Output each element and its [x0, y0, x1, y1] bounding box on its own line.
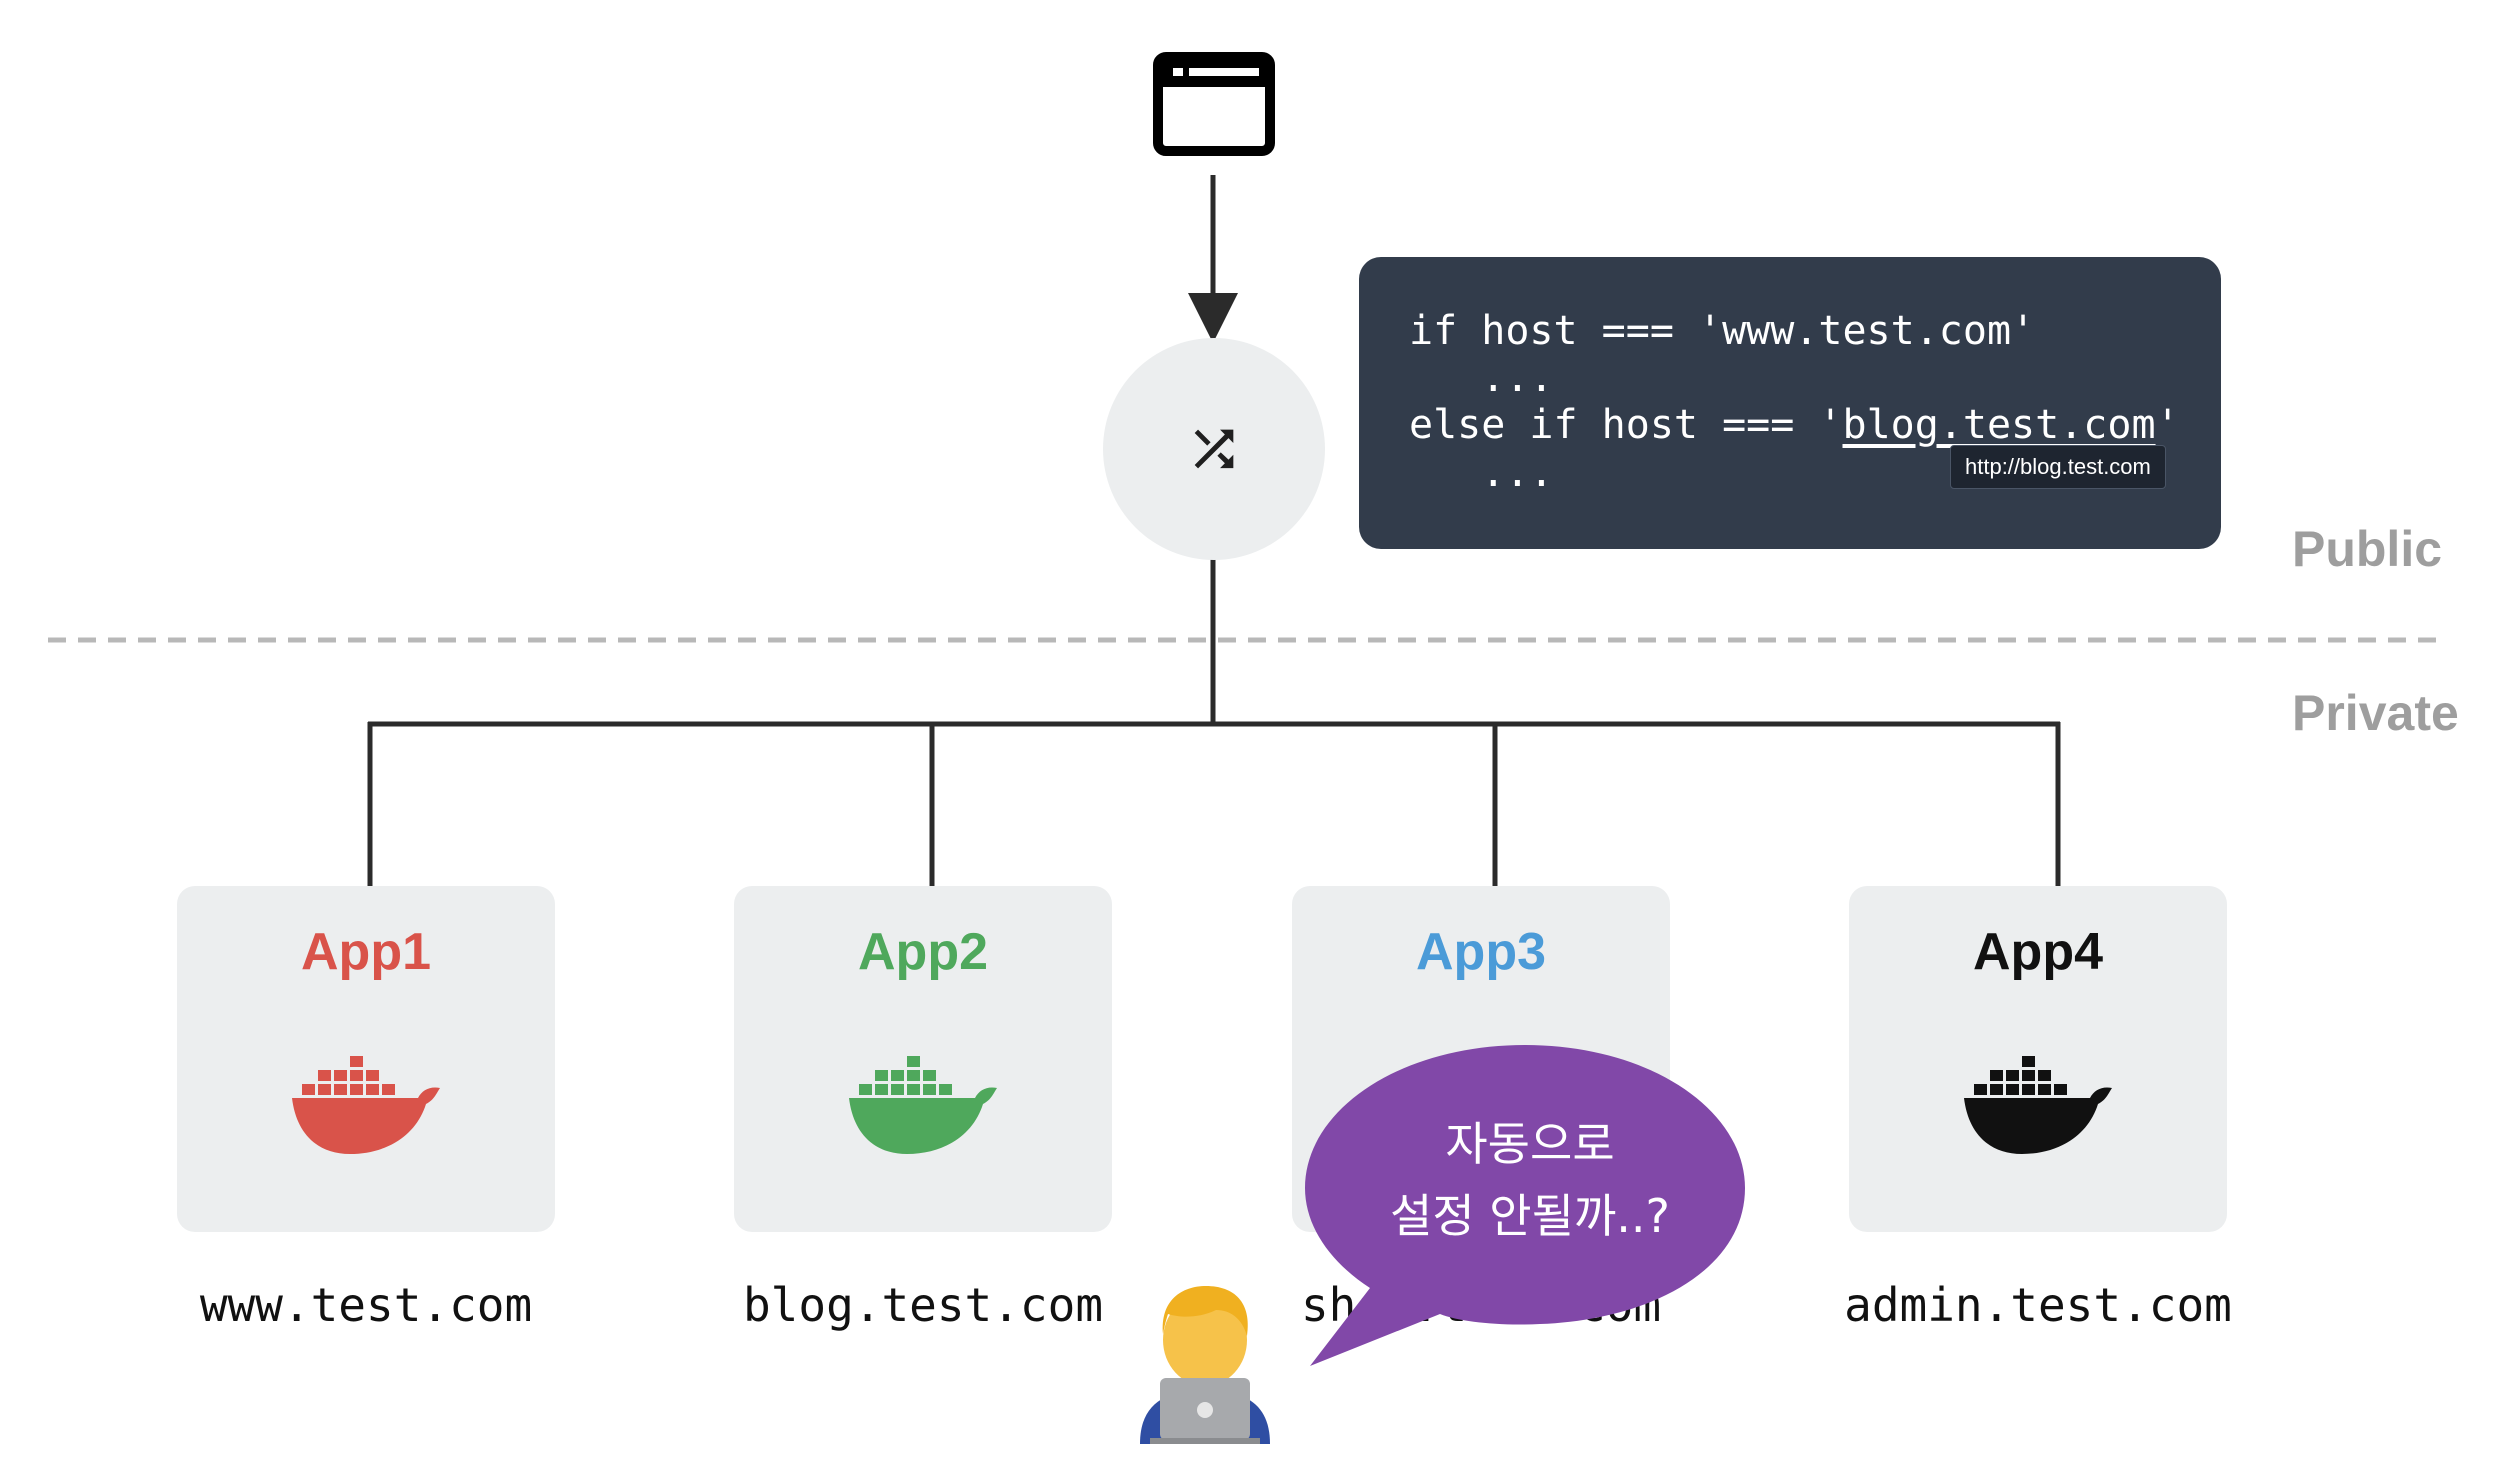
container-box [318, 1084, 331, 1095]
container-box [2006, 1084, 2019, 1095]
private-zone-label: Private [2292, 685, 2459, 741]
domain-label-app4: admin.test.com [1844, 1278, 2232, 1332]
container-box [891, 1070, 904, 1081]
speech-bubble-text: 자동으로 설정 안될까..? [1320, 1108, 1740, 1252]
container-box [907, 1070, 920, 1081]
container-box [2038, 1070, 2051, 1081]
app-title: App4 [1973, 923, 2103, 981]
container-box [350, 1084, 363, 1095]
container-box [350, 1070, 363, 1081]
developer-emoji-icon [1140, 1286, 1270, 1444]
browser-window-icon [1153, 52, 1275, 156]
speech-bubble [1305, 1045, 1745, 1366]
speech-bubble-shape [1305, 1045, 1745, 1366]
docker-whale-icon [1964, 1056, 2112, 1154]
router-node [1103, 338, 1325, 560]
code-line-3: else if host === 'blog.test.com' [1409, 401, 2180, 449]
app-title: App2 [858, 923, 988, 981]
container-box [334, 1084, 347, 1095]
app-card-2: App2 [734, 886, 1112, 1232]
routing-rule-code-box: if host === 'www.test.com' ... else if h… [1359, 257, 2221, 549]
container-box [907, 1084, 920, 1095]
container-box [2054, 1084, 2067, 1095]
domain-label-app1: www.test.com [199, 1278, 533, 1332]
container-box [318, 1070, 331, 1081]
container-box [923, 1070, 936, 1081]
container-box [1990, 1084, 2003, 1095]
app-card-1: App1 [177, 886, 555, 1232]
code-line-3-suffix: ' [2155, 402, 2180, 448]
code-line-4: ... [1409, 450, 1554, 496]
container-box [366, 1070, 379, 1081]
domain-label-app2: blog.test.com [742, 1278, 1104, 1332]
container-box [875, 1070, 888, 1081]
link-tooltip: http://blog.test.com [1950, 445, 2166, 489]
shuffle-icon [1194, 429, 1234, 469]
container-box [875, 1084, 888, 1095]
app-card-4: App4 [1849, 886, 2227, 1232]
whale-body [292, 1087, 440, 1154]
container-box [859, 1084, 872, 1095]
container-box [923, 1084, 936, 1095]
container-box [382, 1084, 395, 1095]
docker-whale-icon [292, 1056, 440, 1154]
container-box [939, 1084, 952, 1095]
code-line-1: if host === 'www.test.com' [1409, 308, 2036, 354]
app-title: App3 [1416, 923, 1546, 981]
container-box [2022, 1070, 2035, 1081]
container-box [2006, 1070, 2019, 1081]
container-box [366, 1084, 379, 1095]
container-box [350, 1056, 363, 1067]
speech-bubble-line-1: 자동으로 [1445, 1117, 1615, 1171]
container-box [302, 1084, 315, 1095]
whale-body [1964, 1087, 2112, 1154]
container-box [2022, 1084, 2035, 1095]
speech-bubble-line-2: 설정 안될까..? [1390, 1189, 1670, 1243]
container-box [334, 1070, 347, 1081]
code-line-2: ... [1409, 355, 1554, 401]
container-box [1974, 1084, 1987, 1095]
container-box [2022, 1056, 2035, 1067]
container-box [2038, 1084, 2051, 1095]
blog-link[interactable]: blog.test.com [1842, 402, 2156, 448]
docker-whale-icon [849, 1056, 997, 1154]
code-line-3-prefix: else if host === ' [1409, 402, 1843, 448]
app-title: App1 [301, 923, 431, 981]
public-zone-label: Public [2292, 521, 2443, 577]
container-box [1990, 1070, 2003, 1081]
whale-body [849, 1087, 997, 1154]
container-box [891, 1084, 904, 1095]
container-box [907, 1056, 920, 1067]
